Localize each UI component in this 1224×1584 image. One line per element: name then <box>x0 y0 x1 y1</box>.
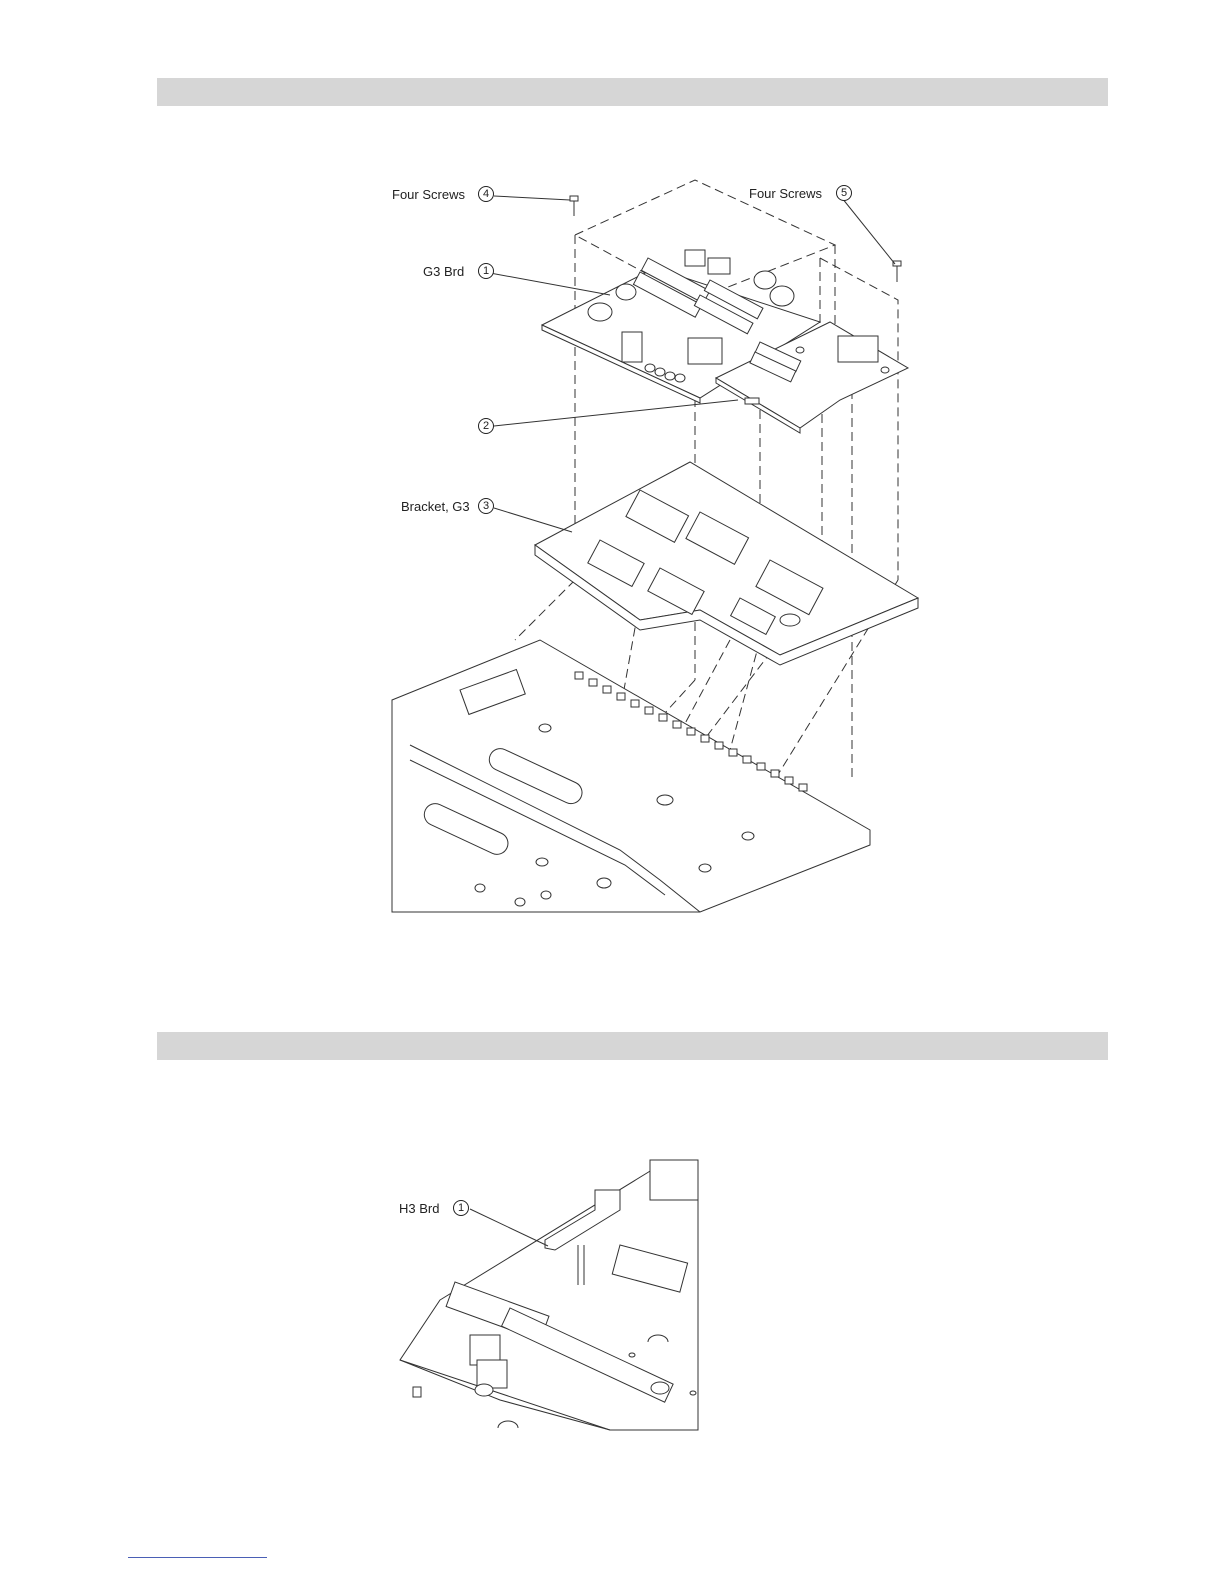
label-four-screws-left: Four Screws <box>392 187 465 203</box>
callout-number-5: 5 <box>836 185 852 201</box>
callout-number-2: 2 <box>478 418 494 434</box>
screw-right <box>893 261 901 282</box>
label-bracket-g3: Bracket, G3 <box>401 499 470 515</box>
callout-number-4: 4 <box>478 186 494 202</box>
callout-number-1: 1 <box>453 1200 469 1216</box>
footer-link-underline <box>128 1557 267 1558</box>
chassis <box>392 640 870 912</box>
label-g3-brd: G3 Brd <box>423 264 464 280</box>
label-h3-brd: H3 Brd <box>399 1201 439 1217</box>
label-four-screws-right: Four Screws <box>749 186 822 202</box>
callout-number-3: 3 <box>478 498 494 514</box>
bracket-g3 <box>535 462 918 665</box>
h3-board-diagram <box>400 1160 698 1430</box>
screw-left <box>570 196 578 216</box>
callout-number-1: 1 <box>478 263 494 279</box>
